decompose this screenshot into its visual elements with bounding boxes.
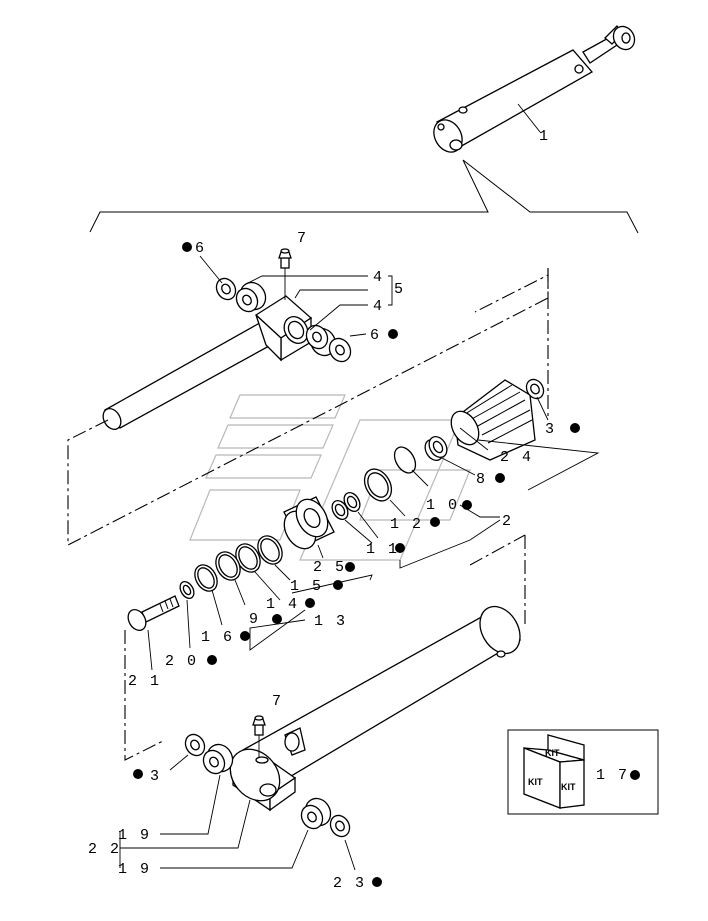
callout-13: 1 3 <box>314 613 347 630</box>
callout-15: 1 5 <box>290 578 323 595</box>
grease-nipple-top <box>278 248 292 300</box>
callout-5: 5 <box>394 281 405 298</box>
callout-24: 2 4 <box>500 449 533 466</box>
barrel-group-frame <box>124 534 526 761</box>
callout-21: 2 1 <box>128 673 161 690</box>
leader-lines <box>119 255 600 871</box>
kit-legend: KIT KIT KIT 1 7 <box>507 729 659 815</box>
piston-rod <box>102 295 313 430</box>
kit-dot-3a <box>570 423 580 433</box>
callout-7-top: 7 <box>297 230 308 247</box>
kit-label-left: KIT <box>528 777 543 787</box>
kit-dot-9 <box>272 614 282 624</box>
callout-6-top: 6 <box>195 240 206 257</box>
callout-22: 2 2 <box>88 841 121 858</box>
callout-10: 1 0 <box>426 497 459 514</box>
callout-8: 8 <box>476 471 487 488</box>
cylinder-barrel <box>229 605 522 812</box>
callout-labels: 1 6 7 4 4 5 6 3 2 4 8 1 0 2 1 2 1 1 2 5 … <box>88 128 580 892</box>
callout-25: 2 5 <box>313 559 346 576</box>
kit-dot-8 <box>495 473 505 483</box>
grease-nipple-bottom <box>252 715 266 758</box>
kit-dot-6a <box>182 242 192 252</box>
kit-label-top: KIT <box>545 748 560 758</box>
kit-dot-15 <box>333 580 343 590</box>
callout-1: 1 <box>539 128 550 145</box>
exploded-view-bracket <box>89 159 639 234</box>
callout-16: 1 6 <box>201 629 234 646</box>
kit-dot-25 <box>345 562 355 572</box>
callout-14: 1 4 <box>266 596 299 613</box>
kit-legend-border <box>507 729 659 815</box>
callout-23: 2 3 <box>333 875 366 892</box>
kit-dot-10 <box>462 500 472 510</box>
callout-9: 9 <box>249 611 260 628</box>
kit-label-right: KIT <box>561 782 576 792</box>
kit-dot-17 <box>630 770 640 780</box>
piston <box>179 492 361 600</box>
callout-20: 2 0 <box>165 653 198 670</box>
kit-dot-16 <box>240 631 250 641</box>
callout-4-upper: 4 <box>373 269 384 286</box>
callout-6-right: 6 <box>370 327 381 344</box>
kit-dot-3b <box>133 769 143 779</box>
callout-3-bottom: 3 <box>150 768 161 785</box>
assembled-cylinder <box>433 24 636 153</box>
kit-dot-14 <box>305 598 315 608</box>
rod-eye-parts <box>215 277 352 363</box>
kit-dot-23 <box>372 877 382 887</box>
kit-dot-12 <box>430 517 440 527</box>
rod-boot <box>450 378 545 461</box>
kit-cube-icon: KIT KIT KIT <box>523 734 585 809</box>
callout-11: 1 1 <box>366 541 399 558</box>
kit-dot-20 <box>207 655 217 665</box>
watermark-logo <box>189 394 471 561</box>
seal-set <box>363 436 448 502</box>
callout-19-top: 1 9 <box>118 827 151 844</box>
callout-17: 1 7 <box>596 767 629 784</box>
callout-19-bottom: 1 9 <box>118 861 151 878</box>
callout-7-bottom: 7 <box>272 693 283 710</box>
barrel-bushings <box>184 733 351 838</box>
kit-dot-6b <box>388 329 398 339</box>
bolt <box>127 595 180 631</box>
callout-4-lower: 4 <box>373 298 384 315</box>
callout-12: 1 2 <box>390 516 423 533</box>
kit-dot-11 <box>395 543 405 553</box>
callout-2: 2 <box>502 513 513 530</box>
callout-3-right: 3 <box>545 421 556 438</box>
